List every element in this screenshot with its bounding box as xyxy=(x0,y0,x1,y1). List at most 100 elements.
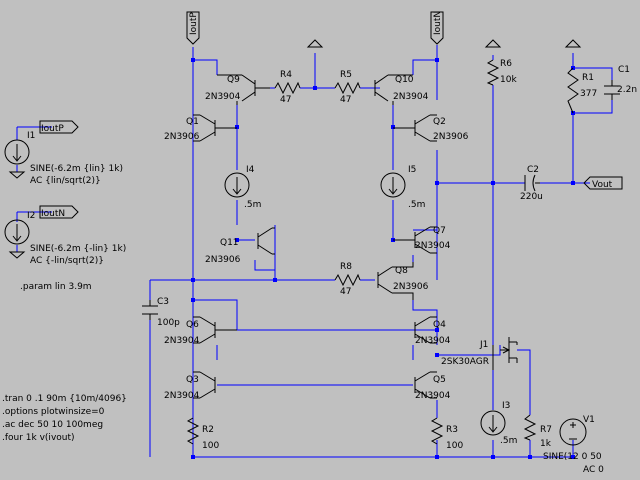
transistor-q1[interactable]: Q1 2N3906 xyxy=(164,114,237,142)
ioutp-source-port[interactable]: IoutP xyxy=(39,120,79,134)
svg-text:R8: R8 xyxy=(340,262,352,272)
transistor-q8[interactable]: Q8 2N3906 xyxy=(377,262,429,300)
svg-text:220u: 220u xyxy=(520,192,543,202)
svg-text:2N3904: 2N3904 xyxy=(393,92,429,102)
svg-text:IoutP: IoutP xyxy=(189,12,199,35)
svg-text:R3: R3 xyxy=(446,425,458,435)
svg-text:100: 100 xyxy=(202,441,219,451)
svg-text:SINE(-6.2m {-lin} 1k): SINE(-6.2m {-lin} 1k) xyxy=(30,244,126,254)
svg-text:100p: 100p xyxy=(157,318,180,328)
wires[interactable] xyxy=(16,45,613,458)
directive-tran: .tran 0 .1 90m {10m/4096} xyxy=(2,394,127,404)
svg-text:2N3906: 2N3906 xyxy=(393,282,429,292)
current-source-i5[interactable]: I5 .5m xyxy=(380,165,425,210)
capacitor-c3[interactable]: C3 100p xyxy=(142,297,180,328)
svg-text:R7: R7 xyxy=(540,425,552,435)
ioutn-source-port[interactable]: IoutN xyxy=(39,205,79,219)
transistor-q6[interactable]: Q6 2N3904 xyxy=(164,316,237,346)
ioutn-top-port[interactable]: IoutN xyxy=(430,11,444,45)
resistor-r2[interactable]: R2 100 xyxy=(186,417,219,451)
svg-text:Q9: Q9 xyxy=(227,75,240,85)
transistor-q4[interactable]: Q4 2N3904 xyxy=(414,316,451,346)
vout-port[interactable]: Vout xyxy=(583,176,623,190)
svg-text:SINE(12 0 50: SINE(12 0 50 xyxy=(543,452,602,462)
current-source-i3[interactable]: I3 .5m xyxy=(480,401,517,446)
svg-text:I2: I2 xyxy=(27,211,35,221)
directive-ac: .ac dec 50 10 100meg xyxy=(2,420,103,430)
svg-text:Q11: Q11 xyxy=(220,238,239,248)
svg-text:2N3906: 2N3906 xyxy=(205,255,241,265)
i2-attributes: SINE(-6.2m {-lin} 1k) AC {-lin/sqrt(2)} xyxy=(30,244,126,266)
jfet-j1[interactable]: J1 2SK30AGR xyxy=(441,337,518,370)
current-source-i1[interactable]: I1 xyxy=(4,131,35,165)
svg-text:2.2n: 2.2n xyxy=(617,85,637,95)
current-source-i4[interactable]: I4 .5m xyxy=(224,165,261,210)
svg-text:R1: R1 xyxy=(582,73,594,83)
svg-text:2N3904: 2N3904 xyxy=(415,336,451,346)
svg-text:2N3904: 2N3904 xyxy=(164,336,200,346)
resistor-r3[interactable]: R3 100 xyxy=(430,417,463,451)
transistor-q10[interactable]: Q10 2N3904 xyxy=(374,74,429,105)
resistor-r5[interactable]: R5 47 xyxy=(334,70,361,105)
svg-text:.5m: .5m xyxy=(244,200,261,210)
i1-attributes: SINE(-6.2m {lin} 1k) AC {lin/sqrt(2)} xyxy=(30,164,123,186)
svg-text:Q5: Q5 xyxy=(433,375,446,385)
transistor-q2[interactable]: Q2 2N3906 xyxy=(393,114,469,142)
svg-text:2N3906: 2N3906 xyxy=(164,132,200,142)
directive-four: .four 1k v(ivout) xyxy=(2,433,75,443)
current-source-i2[interactable]: I2 xyxy=(4,211,35,245)
svg-text:V1: V1 xyxy=(583,415,595,425)
svg-text:47: 47 xyxy=(340,287,351,297)
capacitor-c2[interactable]: C2 220u xyxy=(520,165,543,202)
svg-text:47: 47 xyxy=(340,95,351,105)
svg-text:C1: C1 xyxy=(618,65,630,75)
svg-text:Q8: Q8 xyxy=(395,266,408,276)
svg-text:Q1: Q1 xyxy=(186,117,199,127)
svg-text:Q2: Q2 xyxy=(433,117,446,127)
svg-text:377: 377 xyxy=(580,89,597,99)
resistor-r7[interactable]: R7 1k xyxy=(523,414,552,449)
junction-dots xyxy=(191,58,575,459)
svg-text:R2: R2 xyxy=(202,425,214,435)
svg-text:Q7: Q7 xyxy=(433,226,446,236)
svg-text:Q4: Q4 xyxy=(433,320,446,330)
svg-text:I5: I5 xyxy=(408,165,416,175)
svg-text:100: 100 xyxy=(446,441,463,451)
resistor-r4[interactable]: R4 47 xyxy=(274,70,301,105)
svg-text:2N3904: 2N3904 xyxy=(415,241,451,251)
svg-text:Q3: Q3 xyxy=(186,375,199,385)
capacitor-c1[interactable]: C1 2.2n xyxy=(604,65,637,100)
svg-text:IoutN: IoutN xyxy=(41,209,65,219)
svg-text:I4: I4 xyxy=(246,165,255,175)
resistor-r8[interactable]: R8 47 xyxy=(334,262,361,297)
svg-text:R6: R6 xyxy=(500,59,512,69)
svg-text:IoutN: IoutN xyxy=(433,11,443,35)
transistor-q7[interactable]: Q7 2N3904 xyxy=(393,226,451,254)
svg-text:.5m: .5m xyxy=(408,200,425,210)
svg-text:10k: 10k xyxy=(500,75,517,85)
spice-directives[interactable]: .param lin 3.9m .tran 0 .1 90m {10m/4096… xyxy=(2,282,127,443)
transistor-q3[interactable]: Q3 2N3904 xyxy=(164,371,216,401)
svg-text:1k: 1k xyxy=(540,439,552,449)
transistor-q5[interactable]: Q5 2N3904 xyxy=(414,371,451,401)
resistor-r6[interactable]: R6 10k xyxy=(486,59,517,86)
ioutp-top-port[interactable]: IoutP xyxy=(186,11,200,45)
svg-text:Vout: Vout xyxy=(592,180,613,190)
svg-text:47: 47 xyxy=(280,95,291,105)
svg-text:SINE(-6.2m {lin} 1k): SINE(-6.2m {lin} 1k) xyxy=(30,164,123,174)
resistor-r1[interactable]: R1 377 xyxy=(567,67,597,114)
svg-text:J1: J1 xyxy=(479,340,488,350)
svg-text:C3: C3 xyxy=(157,297,169,307)
svg-text:I3: I3 xyxy=(502,401,510,411)
svg-text:2N3904: 2N3904 xyxy=(415,391,451,401)
transistor-q11[interactable]: Q11 2N3906 xyxy=(205,227,275,265)
svg-text:2SK30AGR: 2SK30AGR xyxy=(441,357,489,367)
svg-text:C2: C2 xyxy=(527,165,539,175)
svg-text:.5m: .5m xyxy=(500,436,517,446)
voltage-source-v1[interactable]: V1 SINE(12 0 50 AC 0 xyxy=(543,415,604,475)
svg-text:2N3906: 2N3906 xyxy=(433,132,469,142)
svg-text:2N3904: 2N3904 xyxy=(164,391,200,401)
transistor-q9[interactable]: Q9 2N3904 xyxy=(205,74,270,105)
svg-text:R4: R4 xyxy=(280,70,292,80)
